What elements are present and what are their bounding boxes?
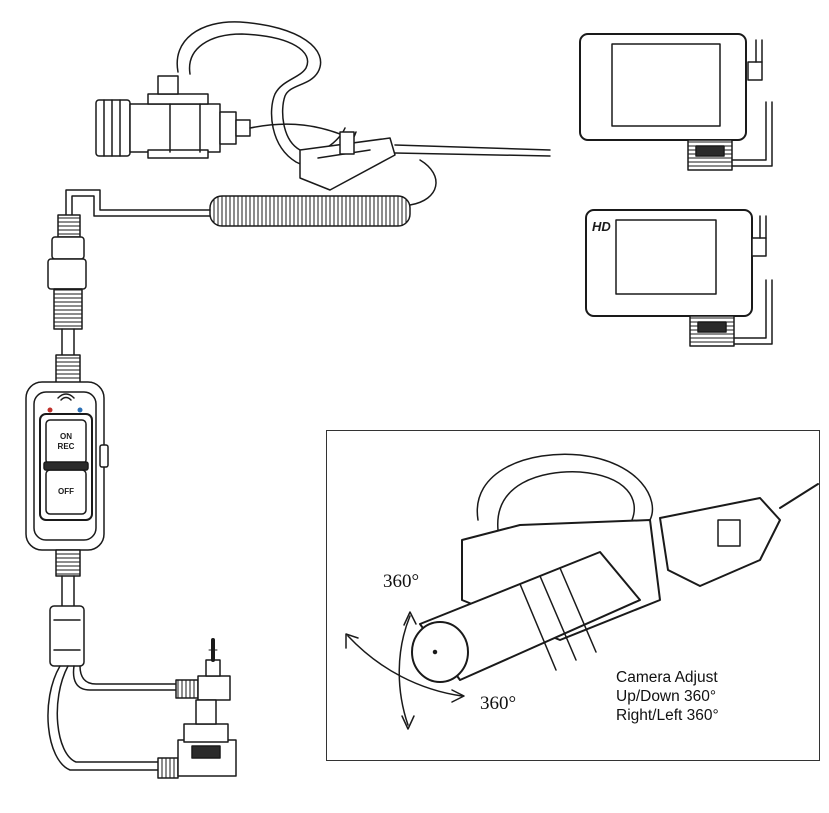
audio-plug [175, 638, 231, 701]
led-blue-icon [77, 407, 83, 413]
video-connector [157, 699, 237, 779]
earpiece [299, 137, 396, 191]
control-box-off-label: OFF [58, 487, 74, 496]
control-box [25, 381, 109, 551]
headset-camera [95, 21, 551, 191]
control-box-on-label: ON [60, 432, 72, 441]
horizontal-rotation-label: 360° [480, 693, 517, 714]
top-shadow [25, 0, 575, 30]
caption-line-3: Right/Left 360° [616, 707, 719, 724]
hd-badge: HD [592, 219, 611, 234]
monitor-standard [579, 33, 773, 171]
inset-camera-adjust [345, 453, 819, 730]
horizontal-rotation-arrow [347, 635, 463, 697]
inset-frame [326, 430, 820, 761]
monitor-hd [585, 209, 773, 347]
caption-line-1: Camera Adjust [616, 669, 718, 686]
vertical-rotation-label: 360° [383, 571, 420, 592]
cable-connector-upper [47, 214, 87, 384]
vertical-rotation-arrow [398, 615, 411, 726]
coiled-cable [65, 159, 437, 227]
led-red-icon [47, 407, 53, 413]
caption-line-2: Up/Down 360° [616, 688, 717, 705]
cable-connector-lower [47, 549, 179, 771]
control-box-rec-label: REC [58, 442, 75, 451]
camera-adjust-caption: Camera Adjust Up/Down 360° Right/Left 36… [616, 668, 719, 725]
